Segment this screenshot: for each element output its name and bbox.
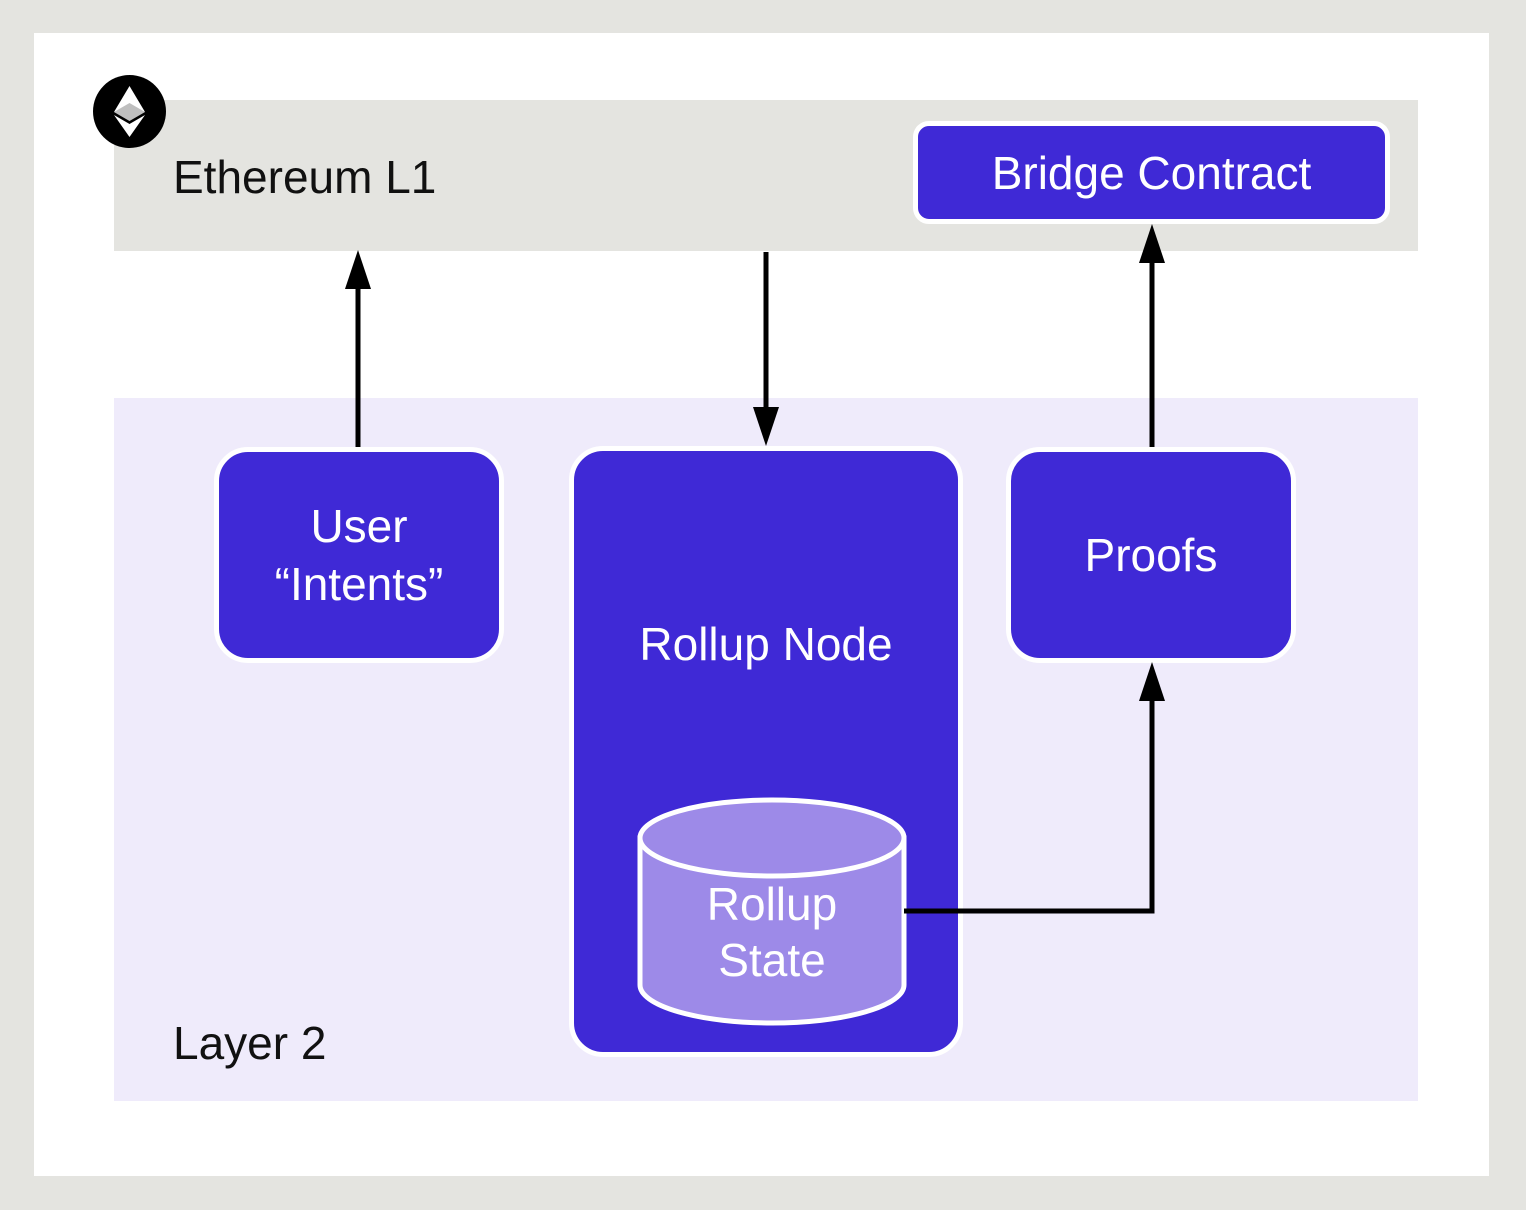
proofs-node: Proofs	[1006, 447, 1296, 663]
rollup-state-label: Rollup State	[640, 876, 904, 988]
user-intents-label-line2: “Intents”	[274, 558, 444, 610]
arrow-l1-to-rollup-node	[753, 252, 779, 446]
bridge-contract-node: Bridge Contract	[913, 121, 1390, 224]
ethereum-l1-label: Ethereum L1	[173, 151, 437, 203]
rollup-node-label: Rollup Node	[639, 618, 893, 670]
arrow-state-to-proofs	[904, 662, 1165, 914]
layer-2-label: Layer 2	[173, 1017, 327, 1069]
rollup-state-label-line1: Rollup	[706, 878, 838, 930]
user-intents-node: User “Intents”	[214, 447, 504, 663]
proofs-label: Proofs	[1084, 529, 1218, 581]
arrow-proofs-to-bridge	[1139, 224, 1165, 447]
bridge-contract-label: Bridge Contract	[991, 146, 1312, 199]
arrow-user-to-l1	[345, 250, 371, 447]
user-intents-label-line1: User	[310, 500, 408, 552]
rollup-state-cylinder	[637, 797, 907, 1026]
ethereum-logo-icon	[93, 75, 166, 148]
rollup-state-label-line2: State	[718, 934, 826, 986]
